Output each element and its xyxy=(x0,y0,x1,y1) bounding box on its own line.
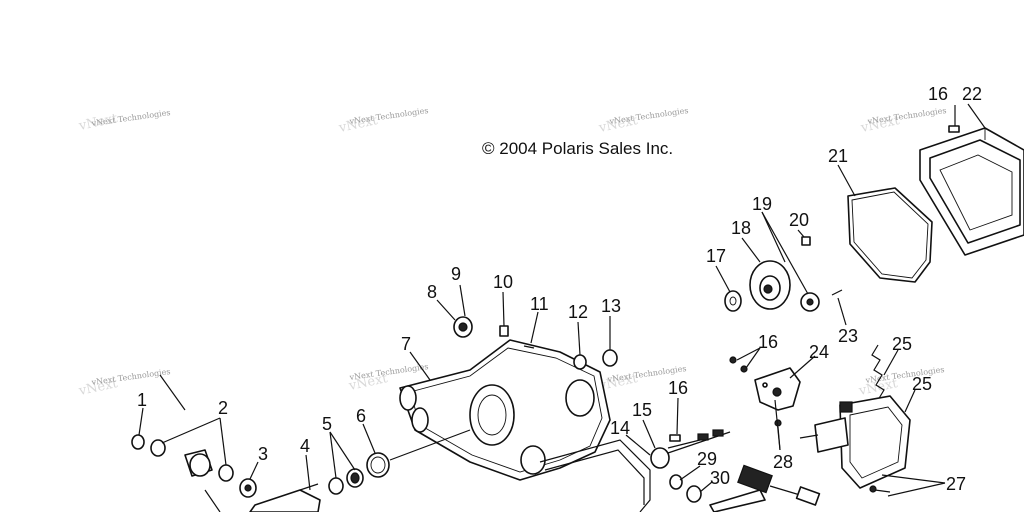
watermark: vNext Technologies xyxy=(864,365,945,385)
callout-12: 12 xyxy=(568,302,588,322)
watermark: vNext Technologies xyxy=(348,362,429,382)
part-16-bolt-top xyxy=(948,105,960,133)
rod xyxy=(709,489,766,512)
part-25-spring xyxy=(871,344,885,401)
callout-13: 13 xyxy=(601,296,621,316)
callout-19: 19 xyxy=(752,194,772,214)
callout-17: 17 xyxy=(706,246,726,266)
part-18-gear xyxy=(749,260,791,310)
callout-16-top: 16 xyxy=(928,84,948,104)
copyright-text: © 2004 Polaris Sales Inc. xyxy=(482,139,673,158)
solenoid xyxy=(737,464,821,506)
callout-24: 24 xyxy=(809,342,829,362)
callout-30: 30 xyxy=(710,468,730,488)
callout-2: 2 xyxy=(218,398,228,418)
watermark: vNext Technologies xyxy=(90,367,171,387)
callout-14: 14 xyxy=(610,418,630,438)
part-1-washer xyxy=(131,434,145,450)
part-24-plate xyxy=(754,367,801,411)
callout-18: 18 xyxy=(731,218,751,238)
watermark: vNext Technologies xyxy=(608,106,689,126)
part-7-frame xyxy=(399,339,611,481)
callout-10: 10 xyxy=(493,272,513,292)
callout-4: 4 xyxy=(300,436,310,456)
leader-lines xyxy=(138,103,986,497)
callout-1: 1 xyxy=(137,390,147,410)
watermark: vNext Technologies xyxy=(90,108,171,128)
part-9-knob xyxy=(453,316,473,338)
part-30-washer xyxy=(686,485,702,503)
part-11-pin xyxy=(523,345,535,349)
part-19-nut xyxy=(800,292,820,312)
part-27-screws xyxy=(869,485,891,493)
part-22-housing xyxy=(919,127,1024,256)
callout-25-upper: 25 xyxy=(892,334,912,354)
part-14-cable xyxy=(539,439,651,512)
part-12-bushing xyxy=(573,354,587,370)
callout-16-low: 16 xyxy=(668,378,688,398)
part-15-connector xyxy=(650,429,731,469)
callout-8: 8 xyxy=(427,282,437,302)
part-4-shaft xyxy=(249,483,321,512)
callout-20: 20 xyxy=(789,210,809,230)
watermark: vNext Technologies xyxy=(348,106,429,126)
callout-labels: 1 2 3 4 5 6 7 8 9 10 11 12 13 14 15 16 1… xyxy=(137,84,982,494)
part-23-pin xyxy=(831,289,843,296)
part-21-gasket xyxy=(847,187,933,283)
part-13-bushing xyxy=(602,349,618,367)
callout-28: 28 xyxy=(773,452,793,472)
part-6-oring xyxy=(366,429,471,478)
part-16-bolts-mid xyxy=(729,356,748,373)
callout-16-mid: 16 xyxy=(758,332,778,352)
part-20-bolt xyxy=(801,236,811,246)
callout-22: 22 xyxy=(962,84,982,104)
part-16-bolt-low xyxy=(669,434,681,442)
parts xyxy=(131,105,1024,512)
part-29-washer xyxy=(669,474,683,490)
watermark: vNext Technologies xyxy=(866,106,947,126)
callout-27: 27 xyxy=(946,474,966,494)
part-26-actuator xyxy=(799,395,911,489)
part-2-bushing xyxy=(150,374,234,512)
callout-6: 6 xyxy=(356,406,366,426)
callout-25-lower: 25 xyxy=(912,374,932,394)
callout-9: 9 xyxy=(451,264,461,284)
callout-5: 5 xyxy=(322,414,332,434)
callout-23: 23 xyxy=(838,326,858,346)
callout-7: 7 xyxy=(401,334,411,354)
callout-29: 29 xyxy=(697,449,717,469)
part-10-fitting xyxy=(499,325,509,337)
callout-21: 21 xyxy=(828,146,848,166)
part-3-plug xyxy=(239,478,257,498)
callout-11: 11 xyxy=(530,294,549,314)
part-5-washers xyxy=(328,468,364,495)
part-17-washer xyxy=(724,290,742,312)
callout-15: 15 xyxy=(632,400,652,420)
callout-3: 3 xyxy=(258,444,268,464)
watermarks: vNext vNext Technologies vNext vNext Tec… xyxy=(77,106,947,399)
